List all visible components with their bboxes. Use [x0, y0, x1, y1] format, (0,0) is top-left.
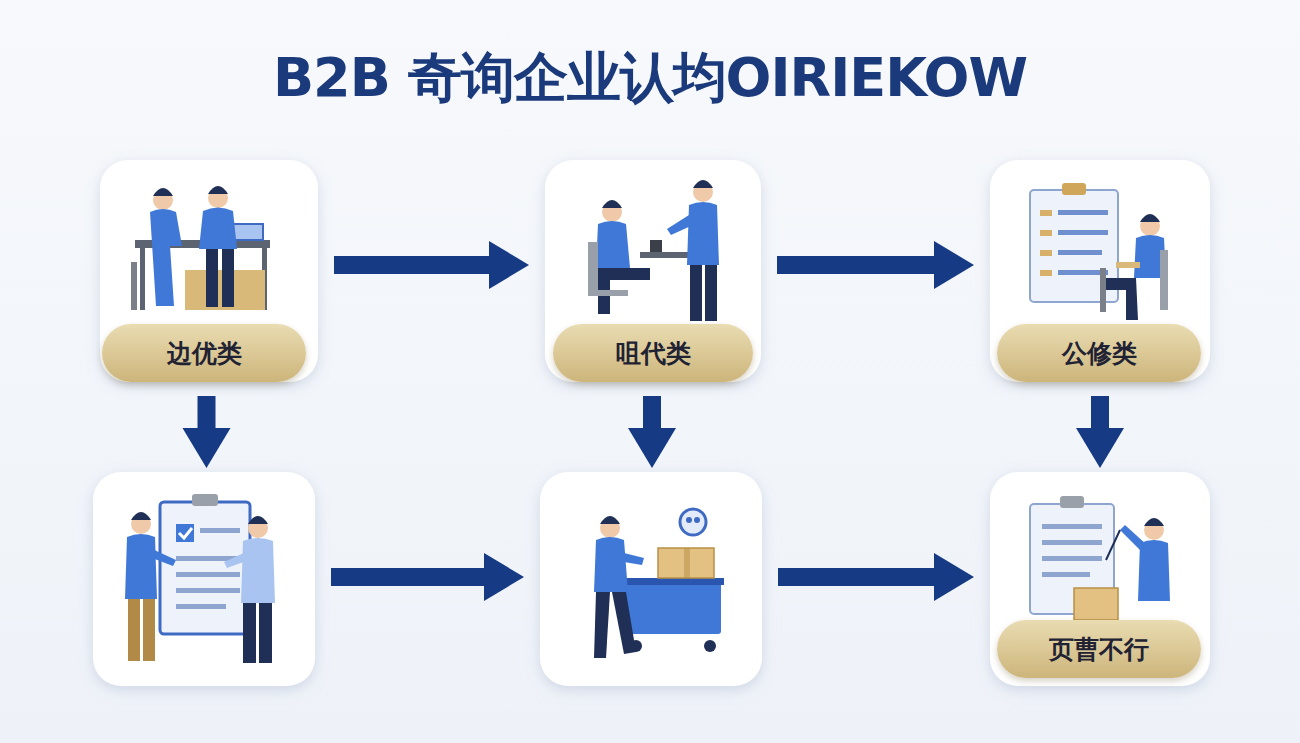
- step-card: 边优类: [100, 160, 318, 382]
- category-label: 咀代类: [616, 337, 691, 370]
- report-figure: [1030, 183, 1168, 320]
- meeting-figure: [131, 186, 270, 310]
- flow-arrow: [778, 553, 974, 601]
- step-card: [540, 472, 762, 686]
- flow-arrow: [628, 396, 676, 468]
- step-card: [93, 472, 315, 686]
- delivery-figure: [594, 509, 724, 658]
- card-ground: [100, 160, 318, 382]
- step-card: 公修类: [990, 160, 1210, 382]
- presentation-figure: [1030, 496, 1170, 620]
- category-label: 页曹不行: [1049, 633, 1149, 666]
- card-ground: [93, 472, 315, 686]
- conversation-figure: [588, 180, 719, 321]
- flow-arrow: [334, 241, 529, 289]
- checklist-figure: [125, 494, 275, 663]
- step-card: 页曹不行: [990, 472, 1210, 686]
- card-ground: [540, 472, 762, 686]
- card-ground: [990, 160, 1210, 382]
- flow-arrow: [331, 553, 524, 601]
- card-ground: [990, 472, 1210, 686]
- category-pill: 页曹不行: [997, 620, 1201, 678]
- card-ground: [545, 160, 761, 382]
- flow-arrow: [183, 396, 231, 468]
- category-label: 边优类: [167, 337, 242, 370]
- category-pill: 边优类: [102, 324, 306, 382]
- step-card: 咀代类: [545, 160, 761, 382]
- flow-arrow: [777, 241, 974, 289]
- diagram-title: B2B 奇询企业认均OIRIEKOW: [0, 42, 1300, 115]
- flow-arrow: [1076, 396, 1124, 468]
- category-label: 公修类: [1062, 337, 1137, 370]
- category-pill: 公修类: [997, 324, 1201, 382]
- category-pill: 咀代类: [553, 324, 753, 382]
